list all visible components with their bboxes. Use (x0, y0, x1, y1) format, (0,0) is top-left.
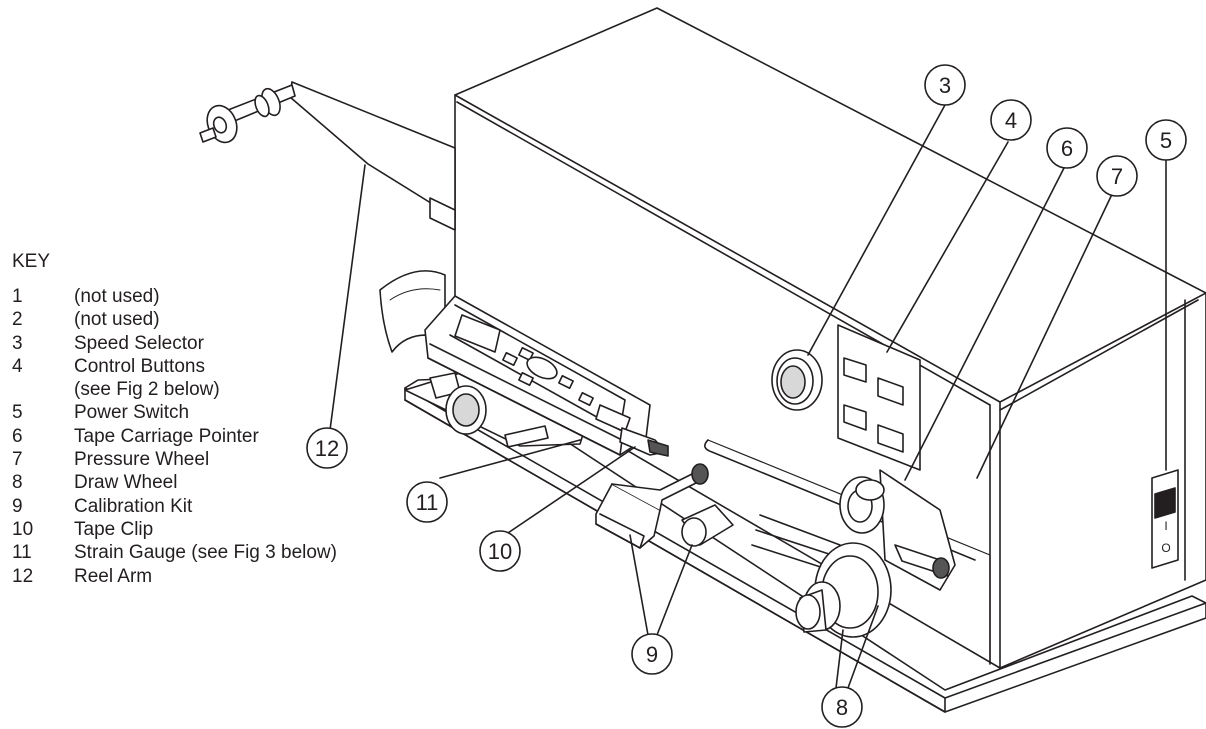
key-row: 11 Strain Gauge (see Fig 3 below) (12, 541, 412, 564)
key-number: 4 (12, 355, 23, 377)
key-number: 7 (12, 449, 23, 471)
key-label: (not used) (74, 309, 160, 331)
switch-off-mark: O (1161, 541, 1170, 555)
callout-6: 6 (1046, 127, 1088, 169)
callout-4-label: 4 (1005, 108, 1017, 133)
callout-4: 4 (990, 99, 1032, 141)
key-row: 2 (not used) (12, 308, 412, 331)
legend-key: KEY 1 (not used) 2 (not used) 3 Speed Selec… (12, 248, 412, 588)
callout-7: 7 (1096, 155, 1138, 197)
callout-10-label: 10 (488, 539, 512, 564)
tape-slot (704, 439, 976, 561)
speed-selector-knob (771, 349, 823, 411)
switch-on-mark: I (1164, 519, 1167, 533)
key-label: Pressure Wheel (74, 449, 210, 471)
key-row: 8 Draw Wheel (12, 471, 412, 494)
key-number: 11 (12, 542, 32, 564)
key-number: 3 (12, 332, 23, 354)
callout-8: 8 (821, 686, 863, 728)
key-row: 9 Calibration Kit (12, 495, 412, 518)
key-row: (see Fig 2 below) (12, 378, 412, 401)
callout-8-label: 8 (836, 695, 848, 720)
key-row: 4 Control Buttons (12, 355, 412, 378)
key-row: 5 Power Switch (12, 401, 412, 424)
callout-11: 11 (406, 481, 448, 523)
key-label: Reel Arm (74, 565, 153, 587)
key-row: 10 Tape Clip (12, 518, 412, 541)
key-number: 2 (12, 309, 23, 331)
key-number: 8 (12, 472, 23, 494)
key-label: Tape Carriage Pointer (74, 425, 259, 447)
power-switch: I O (1151, 469, 1179, 569)
key-label: Power Switch (74, 402, 190, 424)
callout-3-label: 3 (939, 73, 951, 98)
key-row: 3 Speed Selector (12, 332, 412, 355)
key-number: 9 (12, 495, 23, 517)
key-label: (not used) (74, 286, 160, 307)
key-number: 12 (12, 565, 34, 587)
callout-9: 9 (631, 633, 673, 675)
key-row: 6 Tape Carriage Pointer (12, 425, 412, 448)
callout-6-label: 6 (1061, 136, 1073, 161)
key-label: Speed Selector (74, 332, 204, 354)
callout-10: 10 (479, 530, 521, 572)
control-button-panel (837, 324, 921, 471)
wheel-assembly (751, 469, 956, 638)
reel-arm (199, 81, 456, 231)
callout-12: 12 (306, 427, 348, 469)
calibration-kit (595, 463, 734, 549)
key-row: 1 (not used) (12, 285, 412, 308)
key-label: Calibration Kit (74, 495, 193, 517)
callout-9-label: 9 (646, 642, 658, 667)
key-row: 12 Reel Arm (12, 565, 412, 588)
key-number: 5 (12, 402, 23, 424)
leader-lines (329, 104, 1167, 689)
callout-12-label: 12 (315, 436, 339, 461)
key-label: Tape Clip (74, 518, 154, 540)
key-number: 1 (12, 286, 23, 307)
key-row: 7 Pressure Wheel (12, 448, 412, 471)
key-label: (see Fig 2 below) (74, 379, 220, 401)
key-title: KEY (12, 251, 51, 272)
callout-3: 3 (924, 64, 966, 106)
callout-5: 5 (1145, 119, 1187, 161)
key-number: 6 (12, 425, 23, 447)
key-number: 10 (12, 518, 34, 540)
key-label: Control Buttons (74, 355, 205, 377)
key-label: Draw Wheel (74, 472, 178, 494)
callout-11-label: 11 (416, 490, 439, 515)
callout-7-label: 7 (1111, 164, 1123, 189)
strain-gauge (424, 295, 669, 457)
callout-5-label: 5 (1160, 128, 1172, 153)
key-label: Strain Gauge (see Fig 3 below) (74, 542, 337, 564)
